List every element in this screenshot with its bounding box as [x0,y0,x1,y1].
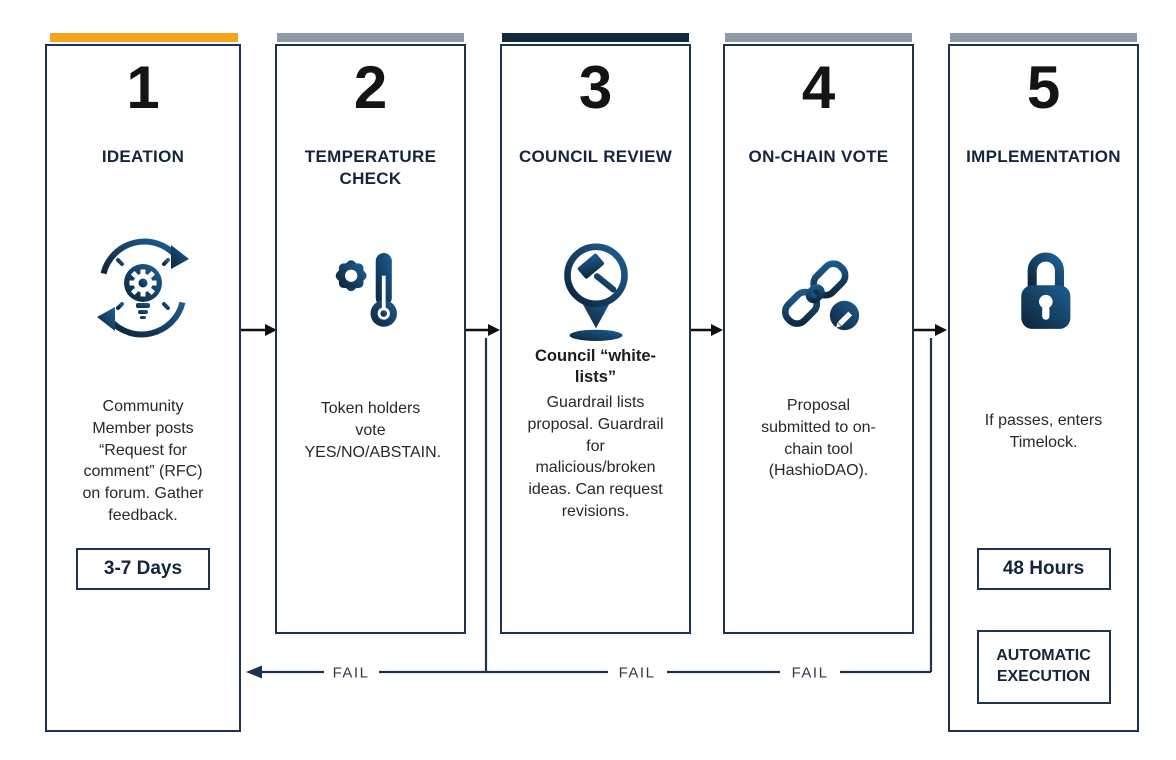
step-number: 1 [126,54,160,121]
arrow-step4-step5 [935,324,947,336]
step-card-council-review: 3 COUNCIL REVIEW Council “white-lists” G… [500,44,691,634]
padlock-icon [950,226,1137,350]
step-title: TEMPERATURE CHECK [304,147,437,189]
chain-links-icon [725,226,912,350]
step-description: If passes, enters Timelock. [984,412,1103,451]
pin-gavel-icon [502,226,689,350]
gear-thermometer-icon [277,226,464,350]
duration-badge: 48 Hours [976,548,1111,590]
fail-arrowhead [246,665,262,679]
step-title: IDEATION [101,147,185,166]
step5-accent-bar [950,33,1137,42]
step1-accent-bar [50,33,238,42]
step-description: Proposal submitted to on-chain tool (Has… [761,397,876,480]
step-description: Token holders vote YES/NO/ABSTAIN. [304,400,442,461]
step-card-temperature-check: 2 TEMPERATURE CHECK [275,44,466,634]
step-number: 4 [801,54,836,121]
automatic-execution-badge: AUTOMATIC EXECUTION [976,630,1111,704]
fail-label-2: FAIL [613,664,661,682]
step2-accent-bar [277,33,464,42]
step-number: 5 [1026,54,1061,121]
step-card-implementation: 5 IMPLEMENTATION If passes, enters Timel… [948,44,1139,732]
step-number: 2 [353,54,388,121]
step-card-ideation: 1 IDEATION [45,44,241,732]
step-number: 3 [578,54,613,121]
fail-label-1: FAIL [327,664,375,682]
step4-accent-bar [725,33,912,42]
arrow-step3-step4 [711,324,723,336]
step3-accent-bar [502,33,689,42]
step-description: Guardrail lists proposal. Guardrail for … [527,394,664,520]
duration-badge: 3-7 Days [76,548,210,590]
step-lead-text: Council “white-lists” [535,347,656,386]
step-title: COUNCIL REVIEW [518,147,673,166]
step-title: IMPLEMENTATION [966,147,1121,166]
step-description: Community Member posts “Request for comm… [82,398,204,524]
step-card-on-chain-vote: 4 ON-CHAIN VOTE Proposal submitted to o [723,44,914,634]
step-title: ON-CHAIN VOTE [748,147,889,166]
arrow-step2-step3 [488,324,500,336]
fail-label-3: FAIL [786,664,834,682]
idea-cycle-icon [47,226,239,350]
